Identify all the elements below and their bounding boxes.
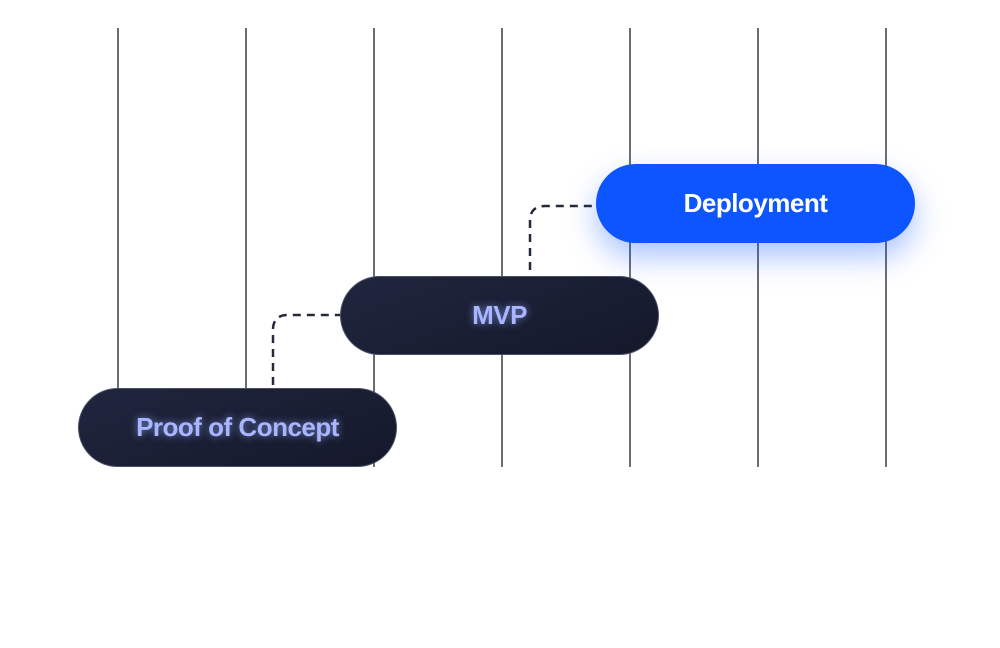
phase-mvp[interactable]: MVP: [340, 276, 659, 355]
phase-label: MVP: [472, 300, 527, 330]
gridline: [885, 28, 887, 467]
connector-mvp-to-deployment: [528, 204, 596, 270]
gridline: [501, 28, 503, 467]
phase-proof-of-concept[interactable]: Proof of Concept: [78, 388, 397, 467]
phase-label: Proof of Concept: [136, 412, 339, 442]
gridline: [629, 28, 631, 467]
phase-label: Deployment: [683, 188, 828, 218]
gridline: [757, 28, 759, 467]
gridline: [245, 28, 247, 467]
connector-poc-to-mvp: [271, 313, 340, 385]
gridline: [117, 28, 119, 467]
gridline: [373, 28, 375, 467]
phase-deployment[interactable]: Deployment: [596, 164, 915, 243]
